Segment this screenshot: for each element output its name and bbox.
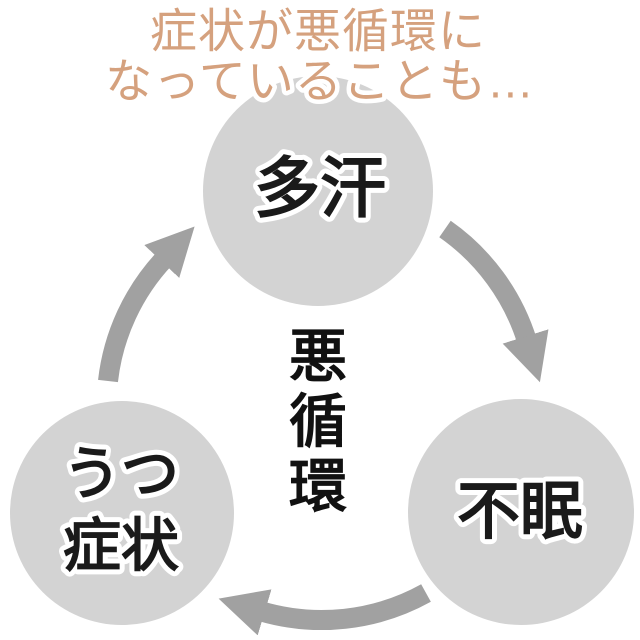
center-label-char-1: 悪 bbox=[289, 325, 347, 390]
label-insomnia: 不眠 bbox=[457, 477, 583, 547]
label-sweating: 多汗 bbox=[254, 151, 386, 225]
label-depression-line1: うつ bbox=[63, 442, 179, 507]
arrow-sweating-to-insomnia bbox=[439, 220, 549, 383]
diagram-title: 症状が悪循環に なっていることも… bbox=[101, 0, 539, 112]
circle-sweating bbox=[203, 76, 433, 306]
center-label-vicious-cycle: 悪 循 環 bbox=[289, 325, 347, 520]
arrow-insomnia-to-depression bbox=[218, 584, 431, 636]
center-label-char-2: 循 bbox=[289, 390, 347, 455]
circle-insomnia bbox=[408, 399, 634, 625]
label-depression-line2: 症状 bbox=[63, 514, 180, 579]
arrow-depression-to-sweating bbox=[98, 226, 195, 383]
circle-depression bbox=[10, 401, 234, 625]
center-label-char-3: 環 bbox=[289, 455, 347, 520]
title-line-2: なっていることも… bbox=[105, 55, 535, 108]
title-line-1: 症状が悪循環に bbox=[150, 5, 486, 58]
